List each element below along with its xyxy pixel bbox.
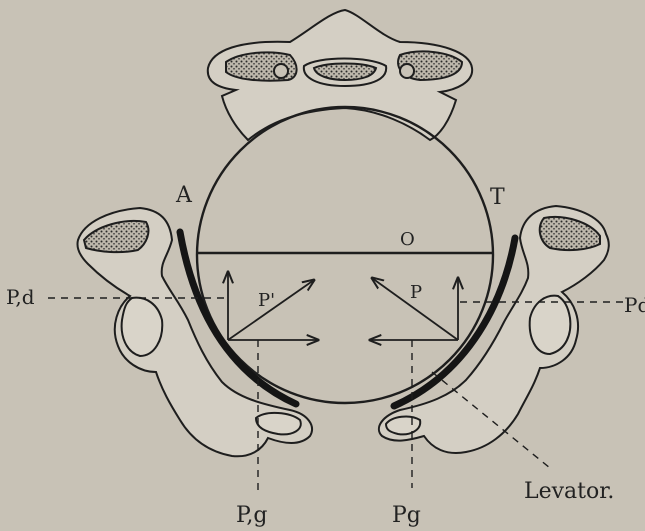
left-pelvic-bone [77,208,311,456]
label-p-prime: P' [258,290,275,311]
label-t: T [490,185,505,210]
head-circle [197,107,493,403]
label-pd-left: P,d [6,285,35,309]
label-o: O [400,229,415,250]
label-pg-left: P,g [236,503,267,528]
label-p: P [410,282,422,303]
label-pd-right: Pd [624,293,645,317]
label-a: A [175,183,193,208]
label-levator: Levator. [524,479,614,504]
label-pg-right: Pg [392,503,421,528]
sacrum-bone [208,10,472,140]
